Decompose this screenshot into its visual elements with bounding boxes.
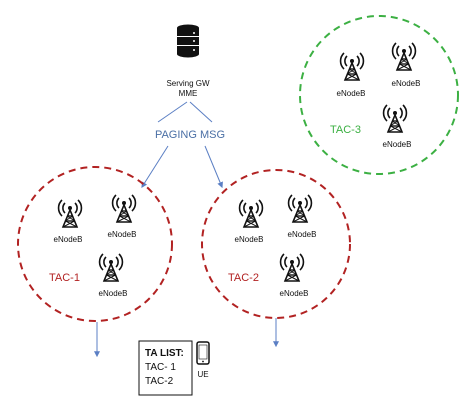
enodeb-label: eNodeB	[383, 140, 412, 149]
phone-icon	[196, 341, 210, 365]
enodeb-label: eNodeB	[108, 230, 137, 239]
enodeb-tower-icon	[111, 194, 137, 223]
tac3-area: eNodeB eNodeB eNodeB TAC-3	[299, 15, 459, 175]
paging-line-right	[189, 101, 213, 123]
enodeb-tower-icon	[382, 104, 408, 133]
enodeb-tower-icon	[238, 199, 264, 228]
tac1-area: eNodeB eNodeB eNodeB TAC-1	[17, 166, 173, 322]
enodeb-label: eNodeB	[280, 289, 309, 298]
server-label-line2: MME	[179, 89, 198, 98]
paging-arrow-tac2	[204, 145, 223, 189]
tac3-label: TAC-3	[330, 124, 361, 136]
server-label-line1: Serving GW	[166, 79, 210, 88]
tac2-label: TAC-2	[228, 272, 259, 284]
tac2-area: eNodeB eNodeB eNodeB TAC-2	[201, 169, 351, 319]
enodeb-tower-icon	[287, 194, 313, 223]
ue-label: UE	[197, 370, 208, 379]
ta-list-box: TA LIST: TAC- 1 TAC-2	[138, 340, 193, 396]
enodeb-label: eNodeB	[392, 79, 421, 88]
enodeb-tower-icon	[339, 52, 365, 81]
enodeb-label: eNodeB	[99, 289, 128, 298]
ta-list-item: TAC-2	[145, 376, 174, 387]
enodeb-tower-icon	[57, 199, 83, 228]
tac1-label: TAC-1	[49, 272, 80, 284]
enodeb-label: eNodeB	[288, 230, 317, 239]
enodeb-tower-icon	[391, 42, 417, 71]
paging-line-left	[157, 101, 188, 123]
paging-msg-label: PAGING MSG	[155, 129, 225, 141]
enodeb-label: eNodeB	[235, 235, 264, 244]
server-icon	[177, 24, 199, 58]
enodeb-label: eNodeB	[337, 89, 366, 98]
ta-list-title: TA LIST:	[145, 348, 184, 359]
enodeb-tower-icon	[279, 253, 305, 282]
ta-list-item: TAC- 1	[145, 362, 176, 373]
paging-arrow-tac1	[141, 145, 169, 189]
enodeb-tower-icon	[98, 253, 124, 282]
enodeb-label: eNodeB	[54, 235, 83, 244]
